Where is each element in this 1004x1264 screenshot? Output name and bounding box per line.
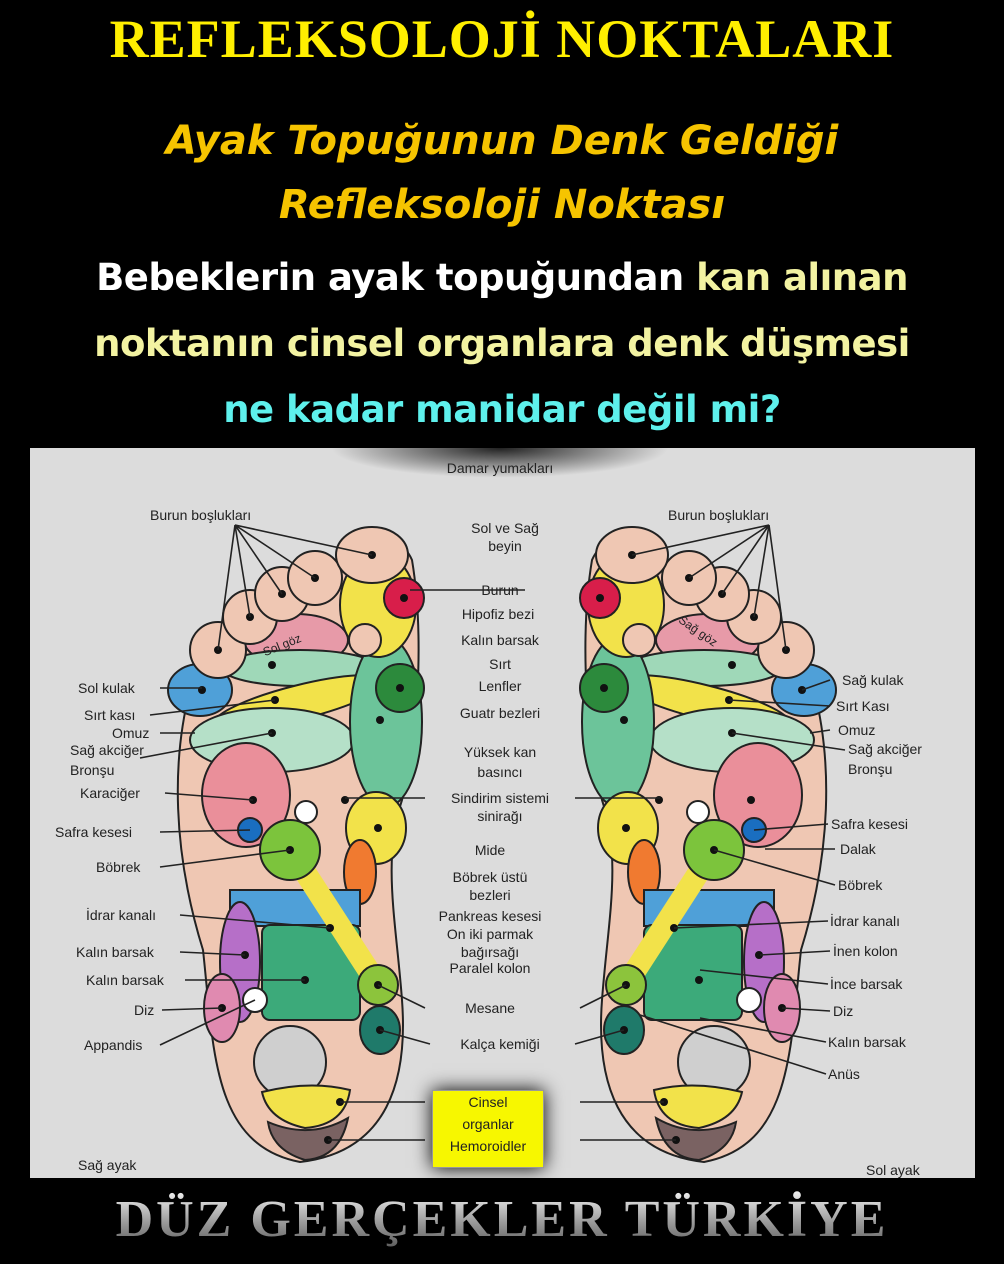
- label-hipofiz-bezi: Hipofiz bezi: [461, 606, 535, 622]
- leader-lines: [139, 524, 846, 1141]
- label-bezleri: bezleri: [469, 887, 511, 903]
- label-bobrek-left: Böbrek: [96, 859, 141, 875]
- label-appandis: Appandis: [84, 1037, 143, 1053]
- label-sag-ayak: Sağ ayak: [78, 1157, 137, 1173]
- label-bronsu-left: Bronşu: [70, 762, 115, 778]
- label-pankreas-kesesi: Pankreas kesesi: [438, 908, 542, 924]
- label-bagirsagi: bağırsağı: [460, 944, 520, 960]
- message-line-3: ne kadar manidar değil mi?: [223, 388, 781, 431]
- box-line-hemoroidler: Hemoroidler: [449, 1138, 527, 1154]
- right-foot-sag-ayak: [168, 527, 424, 1162]
- label-lenfler: Lenfler: [478, 678, 522, 694]
- label-ince-barsak: İnce barsak: [830, 976, 903, 992]
- label-sag-akciger-left: Sağ akciğer: [70, 742, 144, 758]
- label-diz-right: Diz: [833, 1003, 854, 1019]
- label-mesane: Mesane: [465, 1000, 515, 1016]
- label-sol-kulak: Sol kulak: [78, 680, 135, 696]
- label-kalin-barsak-right: Kalın barsak: [828, 1034, 906, 1050]
- message-line-1-white: Bebeklerin ayak topuğundan: [96, 256, 697, 299]
- label-sirt-kasi-right: Sırt Kası: [836, 698, 890, 714]
- label-omuz-left: Omuz: [112, 725, 150, 741]
- label-idrar-kanali-right: İdrar kanalı: [830, 913, 901, 929]
- label-bobrek-ustu: Böbrek üstü: [452, 869, 528, 885]
- label-inen-kolon: İnen kolon: [833, 943, 898, 959]
- label-paralel-kolon: Paralel kolon: [449, 960, 531, 976]
- label-basinci: basıncı: [477, 764, 523, 780]
- diagram-shadow: [330, 448, 670, 478]
- label-bronsu-right: Bronşu: [848, 761, 893, 777]
- label-kalin-barsak-left-2: Kalın barsak: [86, 972, 164, 988]
- label-sag-akciger-right: Sağ akciğer: [848, 741, 922, 757]
- subtitle-line-1: Ayak Topuğunun Denk Geldiği: [165, 118, 839, 164]
- left-foot-sol-ayak: [580, 527, 836, 1162]
- label-omuz-right: Omuz: [838, 722, 876, 738]
- label-burun-bosluklari-right: Burun boşlukları: [668, 507, 770, 523]
- label-yuksek-kan: Yüksek kan: [463, 744, 537, 760]
- label-safra-kesesi-right: Safra kesesi: [831, 816, 909, 832]
- label-sirt-kasi-left: Sırt kası: [84, 707, 136, 723]
- label-sag-kulak: Sağ kulak: [842, 672, 904, 688]
- label-siniragi: sinirağı: [477, 808, 523, 824]
- label-kalin-barsak-left-1: Kalın barsak: [76, 944, 154, 960]
- label-kalin-barsak-center: Kalın barsak: [461, 632, 539, 648]
- label-beyin: beyin: [488, 538, 522, 554]
- label-damar-yumaklari: Damar yumakları: [446, 460, 554, 476]
- label-sol-ayak: Sol ayak: [866, 1162, 920, 1178]
- label-mide: Mide: [474, 842, 506, 858]
- brand-footer: DÜZ GERÇEKLER TÜRKİYE: [0, 1190, 1004, 1249]
- label-sindirim-sistemi: Sindirim sistemi: [450, 790, 550, 806]
- label-anus: Anüs: [828, 1066, 860, 1082]
- label-sol-ve-sag: Sol ve Sağ: [471, 520, 539, 536]
- box-line-organlar: organlar: [462, 1116, 514, 1132]
- label-dalak: Dalak: [840, 841, 876, 857]
- label-diz-left: Diz: [134, 1002, 155, 1018]
- label-idrar-kanali-left: İdrar kanalı: [86, 907, 157, 923]
- label-bobrek-right: Böbrek: [838, 877, 883, 893]
- message-line-2: noktanın cinsel organlara denk düşmesi: [94, 322, 910, 365]
- subtitle-line-2: Refleksoloji Noktası: [278, 182, 726, 228]
- label-burun-bosluklari-left: Burun boşlukları: [150, 507, 252, 523]
- message-line-1-highlight: kan alınan: [696, 256, 908, 299]
- label-guatr-bezleri: Guatr bezleri: [459, 705, 541, 721]
- label-on-iki-parmak: On iki parmak: [446, 926, 534, 942]
- label-burun: Burun: [481, 582, 519, 598]
- message-line-1: Bebeklerin ayak topuğundan kan alınan: [0, 256, 1004, 299]
- label-kalca-kemigi: Kalça kemiği: [460, 1036, 540, 1052]
- label-sirt: Sırt: [489, 656, 511, 672]
- highlight-box-cinsel-organlar: Cinsel organlar Hemoroidler: [432, 1090, 544, 1168]
- label-karaciger: Karaciğer: [80, 785, 140, 801]
- page-title: REFLEKSOLOJİ NOKTALARI: [109, 9, 895, 69]
- label-safra-kesesi-left: Safra kesesi: [55, 824, 133, 840]
- box-line-cinsel: Cinsel: [468, 1094, 508, 1110]
